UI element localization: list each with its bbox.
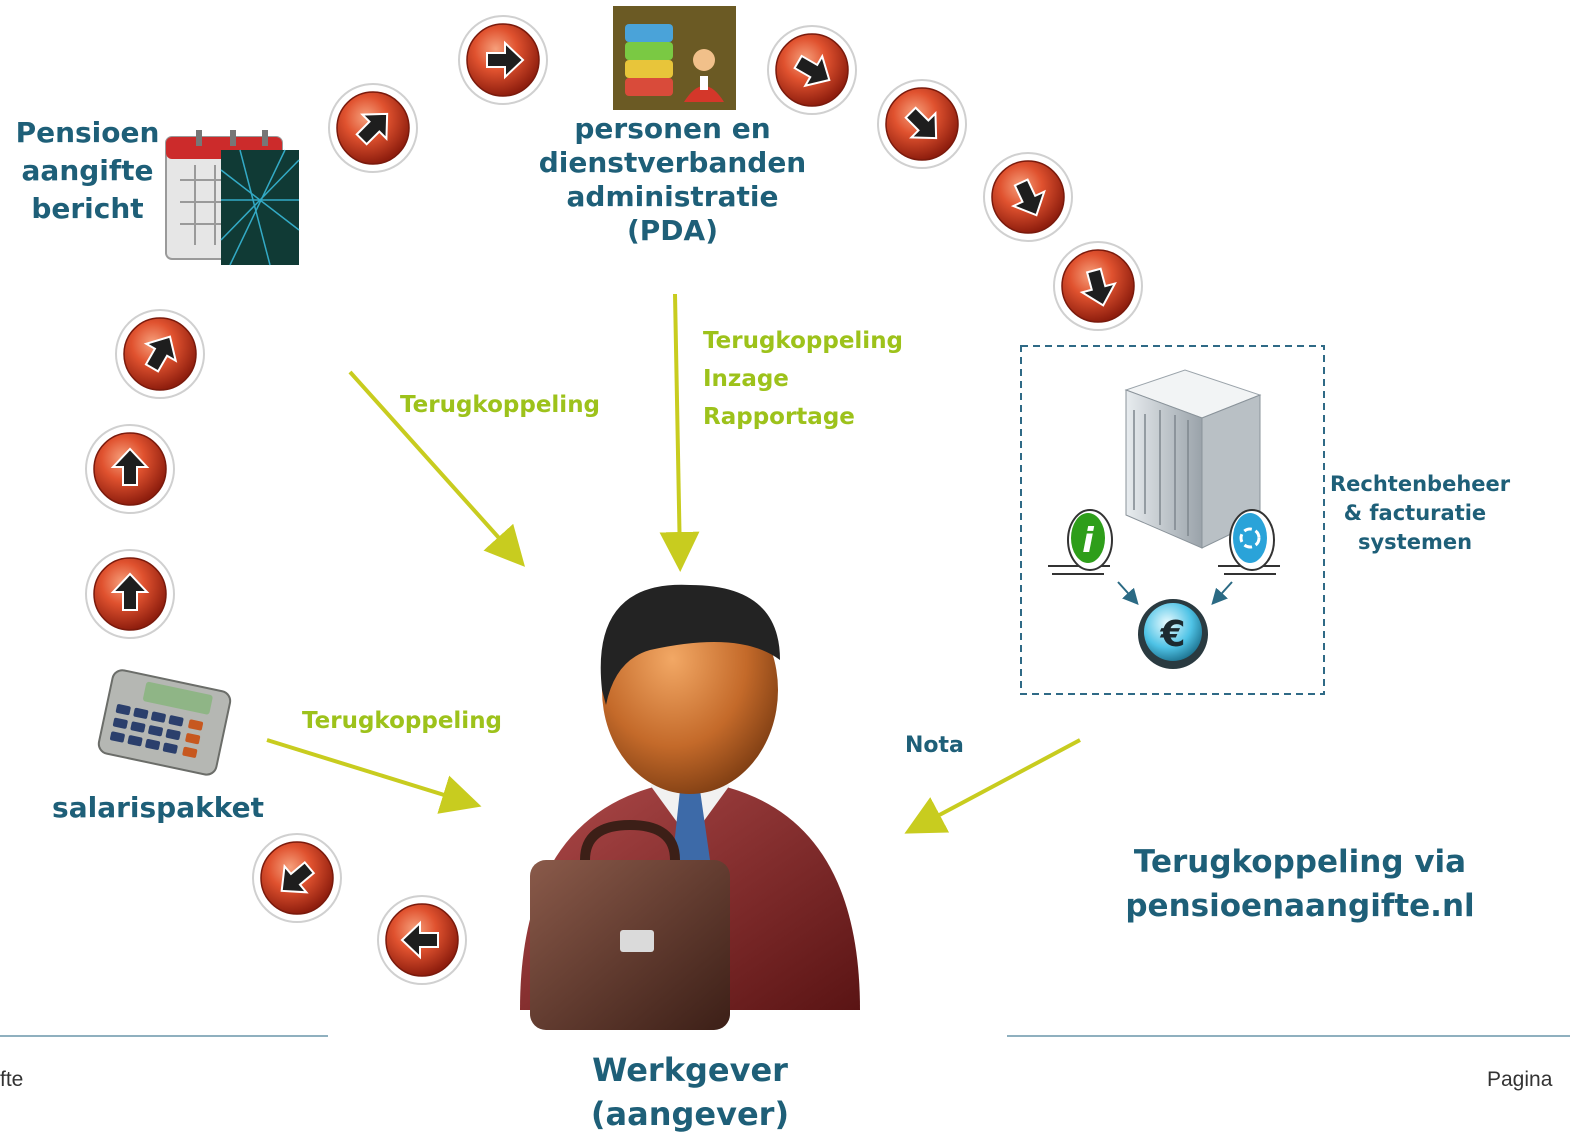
flow-step-arrow-icon (328, 83, 418, 173)
edge-label-pda: Terugkoppeling Inzage Rapportage (703, 322, 903, 436)
flow-step-arrow-icon (877, 79, 967, 169)
headline-line: Terugkoppeling via (1133, 844, 1467, 880)
pensioen-label-line: bericht (31, 192, 144, 225)
flow-step-arrow-icon (458, 15, 548, 105)
edge-label-pda-line: Rapportage (703, 404, 855, 430)
edge-label-pensioen: Terugkoppeling (400, 392, 601, 418)
rechten-label-line: Rechtenbeheer (1330, 472, 1511, 496)
headline-line: pensioenaangifte.nl (1125, 888, 1475, 924)
svg-text:i: i (1082, 521, 1095, 561)
database-user-icon (613, 6, 736, 110)
pda-label-line: administratie (566, 180, 779, 213)
rechten-label-line: systemen (1357, 530, 1473, 554)
pda-label: personen en dienstverbanden administrati… (520, 112, 825, 248)
flow-step-arrow-icon (983, 152, 1073, 242)
edge-label-pda-line: Inzage (703, 366, 789, 392)
edge-label-pda-line: Terugkoppeling (703, 328, 904, 354)
rechten-label-line: & facturatie (1343, 501, 1487, 525)
flow-steps (85, 15, 1143, 985)
footer-right-text: Pagina (1487, 1068, 1553, 1091)
svg-text:€: € (1159, 614, 1185, 655)
edge-rechten-to-werkgever (904, 738, 1081, 834)
werkgever-label: Werkgever (aangever) (555, 1048, 825, 1136)
pensioen-label-line: Pensioen (15, 116, 160, 149)
werkgever-label-line: (aangever) (590, 1095, 790, 1133)
rechten-label: Rechtenbeheer & facturatie systemen (1330, 470, 1511, 557)
flow-step-arrow-icon (767, 25, 857, 115)
flow-step-arrow-icon (377, 895, 467, 985)
edge-label-salaris: Terugkoppeling (302, 708, 503, 734)
salaris-label: salarispakket (52, 791, 264, 824)
werkgever-label-line: Werkgever (592, 1051, 788, 1089)
edge-label-nota: Nota (905, 733, 964, 758)
edge-salaris-to-werkgever (266, 738, 482, 814)
pensioen-label-line: aangifte (21, 154, 154, 187)
footer-rule-right (1007, 1035, 1570, 1037)
calendar-document-icon (165, 130, 300, 266)
flow-step-arrow-icon (115, 309, 205, 399)
headline: Terugkoppeling via pensioenaangifte.nl (1095, 840, 1505, 928)
pda-label-line: dienstverbanden (538, 146, 807, 179)
info-to-euro-arrow (1117, 581, 1139, 605)
edge-pda-to-werkgever (659, 293, 700, 572)
flow-step-arrow-icon (1053, 241, 1143, 331)
info-icon: i (1048, 509, 1113, 575)
pda-label-line: personen en (574, 112, 771, 145)
pda-label-line: (PDA) (626, 214, 719, 247)
businessman-briefcase-icon (520, 584, 860, 1030)
flow-step-arrow-icon (85, 424, 175, 514)
recycle-icon (1218, 509, 1280, 575)
rechten-system-box (1020, 345, 1325, 695)
pensioen-label: Pensioen aangifte bericht (5, 114, 170, 228)
recycle-to-euro-arrow (1211, 581, 1233, 605)
footer-rule-left (0, 1035, 328, 1037)
flow-step-arrow-icon (252, 833, 342, 923)
euro-coin-icon: € (1138, 599, 1208, 669)
calculator-icon (97, 669, 232, 776)
footer-left-text: fte (0, 1068, 24, 1091)
edge-pensioen-to-werkgever (348, 370, 526, 567)
flow-step-arrow-icon (85, 549, 175, 639)
